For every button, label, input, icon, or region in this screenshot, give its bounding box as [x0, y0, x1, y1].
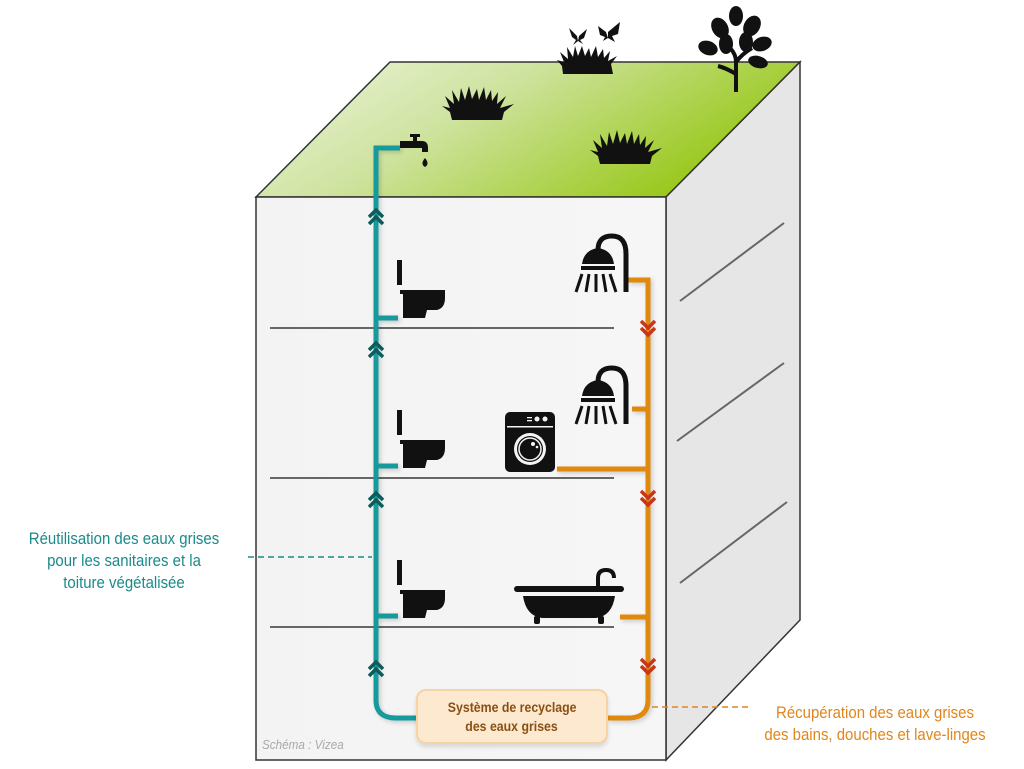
toilet-icon	[397, 410, 445, 468]
butterfly-icon	[569, 28, 587, 45]
side-floor-line	[679, 222, 785, 302]
recovery-annotation-line: Récupération des eaux grises	[776, 703, 974, 722]
reuse-annotation-line: toiture végétalisée	[63, 573, 185, 592]
recycling-system-box: Système de recyclage des eaux grises	[416, 689, 608, 744]
side-floor-line	[679, 501, 788, 584]
down-arrow-icon	[639, 489, 657, 508]
toilet-icon	[397, 260, 445, 318]
up-arrow-icon	[367, 340, 385, 359]
bathtub-icon	[514, 567, 624, 624]
grass-tuft-icon	[442, 86, 514, 120]
building	[254, 60, 802, 762]
recycling-system-label: des eaux grises	[465, 717, 559, 734]
shower-icon	[574, 233, 629, 293]
grass-with-butterflies-icon	[557, 22, 620, 74]
up-arrow-icon	[367, 659, 385, 678]
credit-text: Schéma : Vizea	[262, 737, 344, 752]
side-floor-line	[676, 362, 785, 442]
reuse-annotation: Réutilisation des eaux grises pour les s…	[15, 528, 233, 594]
grass-tuft-icon	[590, 130, 662, 164]
down-arrow-icon	[639, 319, 657, 338]
washing-machine-icon	[505, 412, 555, 472]
down-arrow-icon	[639, 657, 657, 676]
tap-icon	[400, 134, 428, 167]
toilet-icon	[397, 560, 445, 618]
up-arrow-icon	[367, 490, 385, 509]
greywater-pipe	[557, 277, 651, 721]
recycling-system-label: Système de recyclage	[447, 698, 577, 715]
reuse-annotation-line: pour les sanitaires et la	[47, 551, 201, 570]
shower-icon	[574, 365, 629, 425]
reuse-annotation-line: Réutilisation des eaux grises	[28, 529, 220, 548]
tree-icon	[698, 6, 772, 92]
up-arrow-icon	[367, 207, 385, 226]
recovery-annotation-line: des bains, douches et lave-linges	[764, 725, 986, 744]
butterfly-icon	[598, 22, 620, 42]
recovery-annotation: Récupération des eaux grises des bains, …	[752, 702, 998, 746]
reuse-pipe	[373, 145, 418, 721]
